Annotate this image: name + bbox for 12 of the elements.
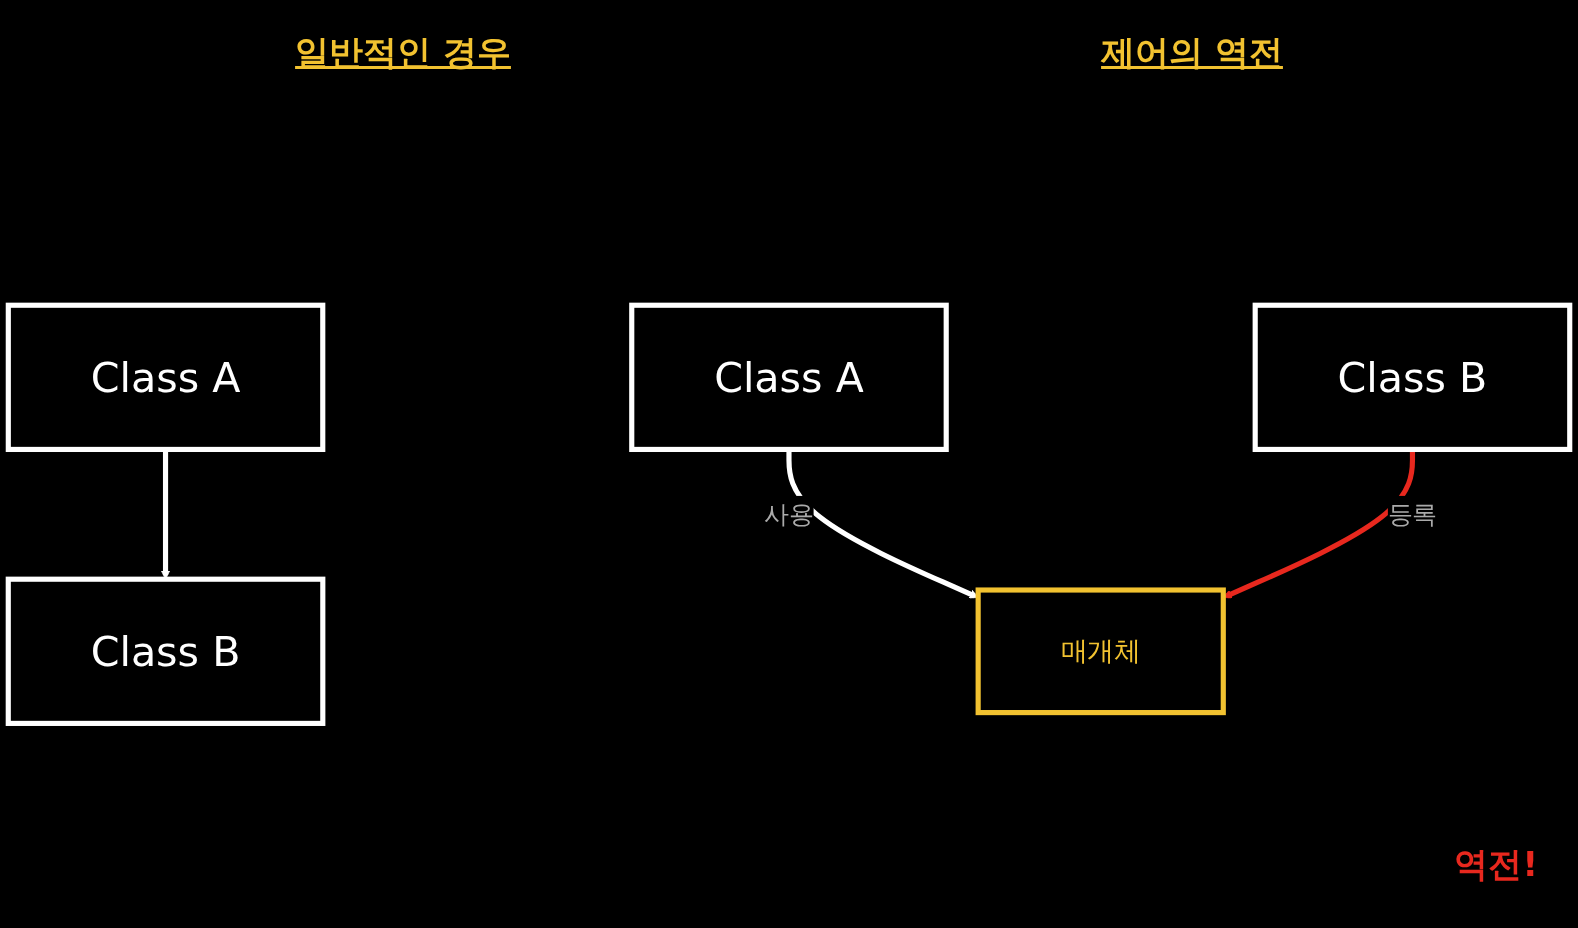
edge-label: 등록 — [1387, 499, 1438, 529]
arrow — [786, 449, 979, 598]
column-heading: 제어의 역전 — [1101, 31, 1283, 74]
node-box: Class B — [1252, 302, 1573, 452]
node-box: Class A — [629, 302, 949, 452]
node-box: Class B — [5, 576, 326, 726]
note-text: 역전! — [1454, 843, 1538, 886]
arrow — [161, 449, 171, 580]
node-box: Class A — [5, 302, 326, 452]
node-box: 매개체 — [975, 587, 1226, 715]
column-heading: 일반적인 경우 — [295, 31, 511, 74]
edge-label: 사용 — [764, 499, 814, 529]
